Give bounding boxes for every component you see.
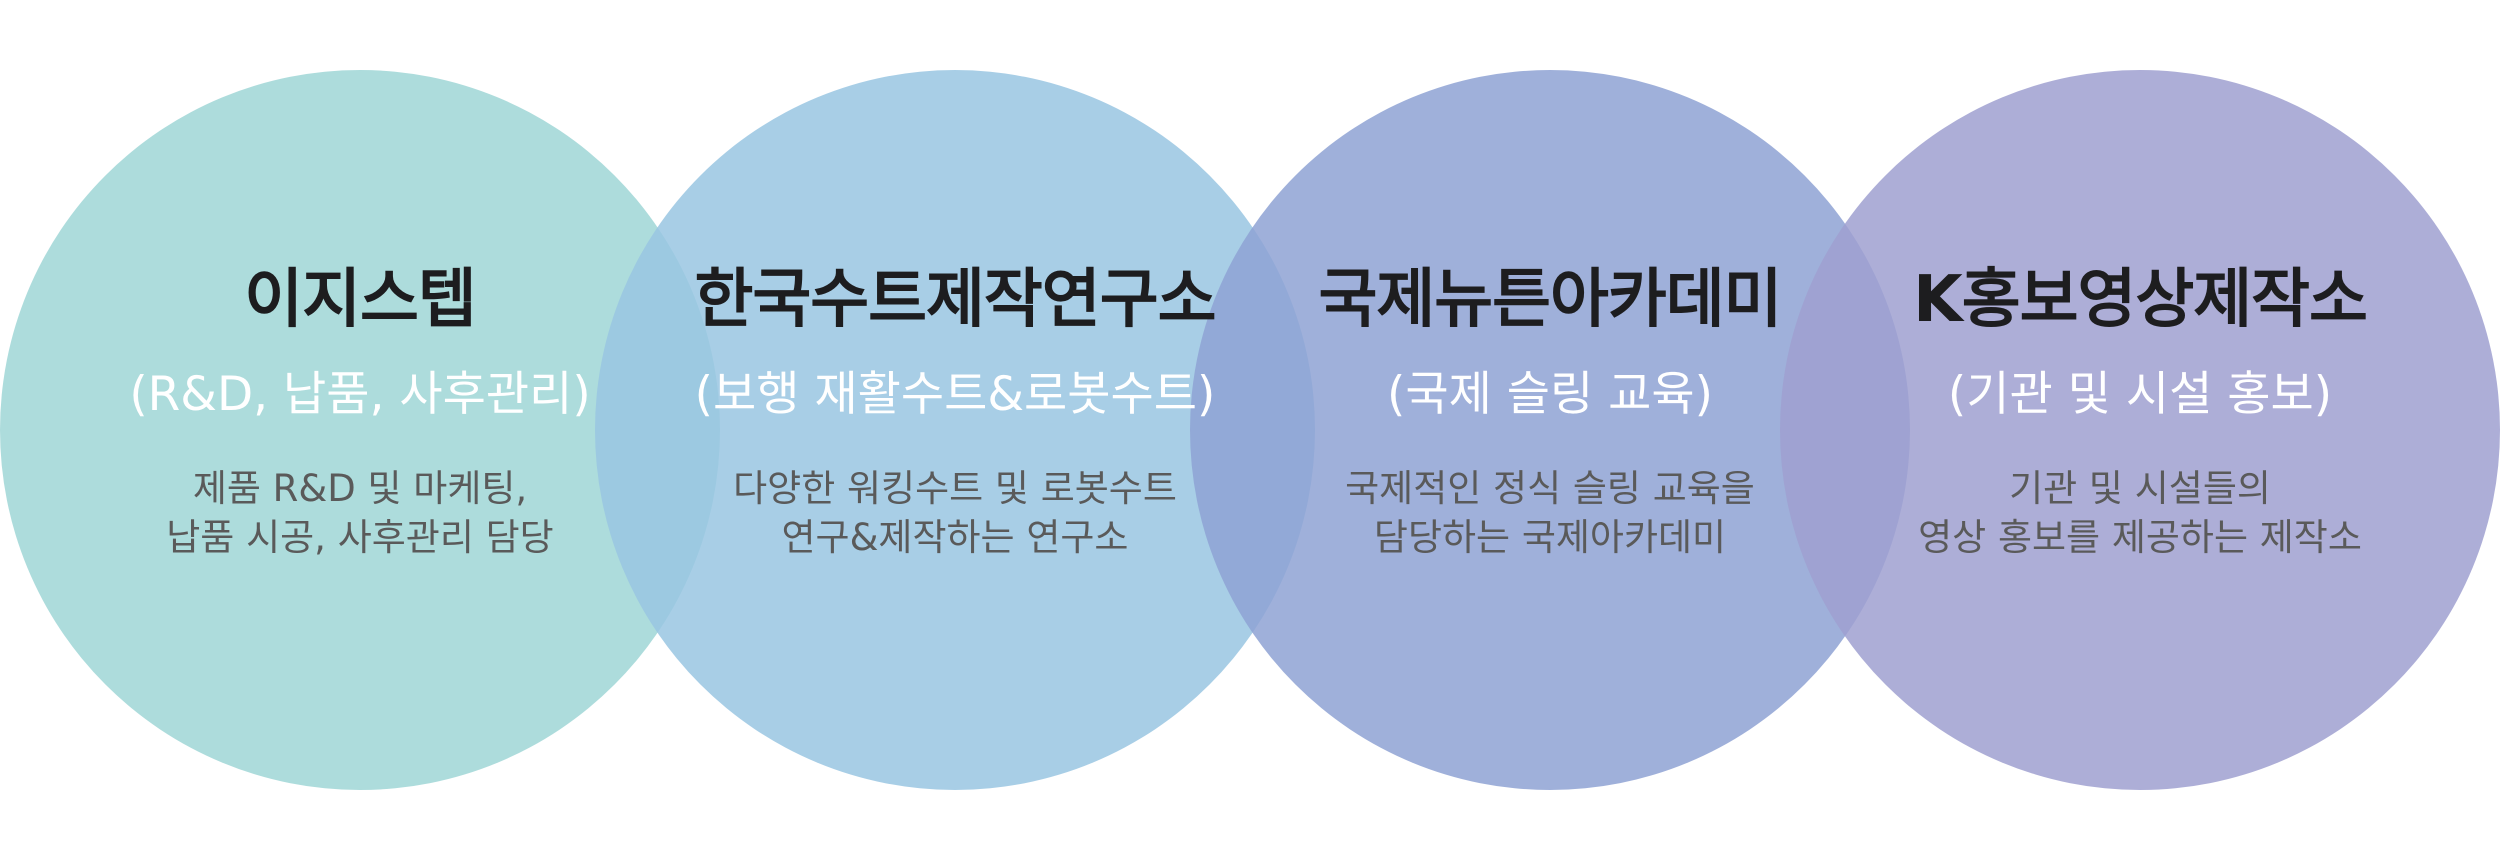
- block-easystep: 이지스텝 (R&D, 납품, 사후관리) 제품 R&D 및 마케팅, 납품 시공…: [10, 262, 710, 563]
- description-line: 기관 및 시설들의: [2009, 467, 2271, 511]
- description-line: 담당하는 국제아카데미: [1373, 516, 1727, 560]
- circle-description: 국제적인 정식 슬링 교육을 담당하는 국제아카데미: [1200, 465, 1900, 563]
- description-line: 영상 홍보를 제공하는 제작소: [1918, 516, 2362, 560]
- circle-subtitle: (국제 슬링 교육): [1387, 366, 1713, 422]
- circle-title: 국제뉴튼아카데미: [1318, 263, 1782, 337]
- description-line: 연구&제작하는 연구소: [781, 516, 1129, 560]
- description-line: 납품 시공, 사후관리 담당: [166, 516, 554, 560]
- block-k-promo-studio: K홍보영상제작소 (기관 및 시설 홍보) 기관 및 시설들의 영상 홍보를 제…: [1790, 262, 2490, 563]
- circle-description: 기관 및 시설들의 영상 홍보를 제공하는 제작소: [1790, 465, 2490, 563]
- description-line: 국제적인 정식 슬링 교육을: [1345, 467, 1755, 511]
- circle-title: 한국수트제작연구소: [694, 263, 1217, 337]
- circle-subtitle: (기관 및 시설 홍보): [1947, 366, 2333, 422]
- block-newton-academy: 국제뉴튼아카데미 (국제 슬링 교육) 국제적인 정식 슬링 교육을 담당하는 …: [1200, 262, 1900, 563]
- circle-description: 제품 R&D 및 마케팅, 납품 시공, 사후관리 담당: [10, 465, 710, 563]
- description-line: 제품 R&D 및 마케팅,: [192, 467, 528, 511]
- circle-k-promo-studio: [1780, 70, 2500, 790]
- description-line: 다양한 워킹수트 및 로봇수트: [733, 467, 1177, 511]
- circle-subtitle: (R&D, 납품, 사후관리): [129, 366, 591, 422]
- circle-title: 이지스텝: [244, 263, 477, 337]
- circle-description: 다양한 워킹수트 및 로봇수트 연구&제작하는 연구소: [605, 465, 1305, 563]
- circle-title: K홍보영상제작소: [1913, 263, 2368, 337]
- circle-subtitle: (보행 재활수트&로봇수트): [694, 366, 1216, 422]
- block-suit-research-lab: 한국수트제작연구소 (보행 재활수트&로봇수트) 다양한 워킹수트 및 로봇수트…: [605, 262, 1305, 563]
